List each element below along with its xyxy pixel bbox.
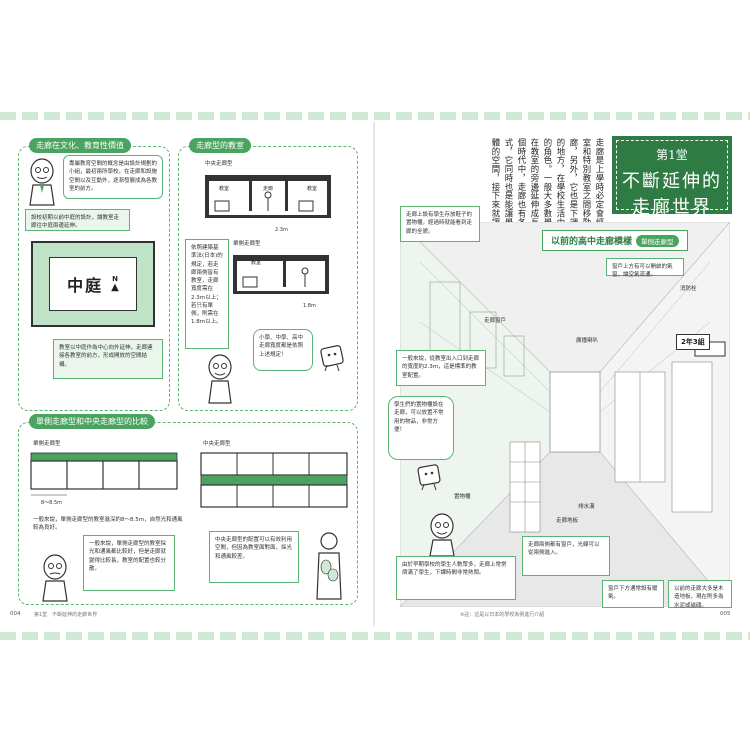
arrow-up-icon: ▲ xyxy=(111,282,119,293)
courtyard-diagram: 中庭 N ▲ xyxy=(31,241,155,327)
note-building-law: 依照建築基準法(日本)的規定，若走廊兩側皆有教室，走廊寬度需在2.3m以上；若只… xyxy=(185,239,229,349)
callout-shoe-lockers: 走廊上設有學生存放鞋子的置物櫃，經過時就能看到走廊的全貌。 xyxy=(400,206,480,242)
class-sign: 2年3組 xyxy=(676,334,710,350)
bald-teacher-illustration xyxy=(429,513,455,556)
single-corridor-plan xyxy=(30,452,178,496)
mascot-illustration xyxy=(417,464,441,491)
callout-floor-material: 以前的走廊大多是木造地板，現在則多為水泥或磁磚。 xyxy=(668,580,732,609)
bald-teacher-illustration xyxy=(29,158,55,206)
lesson-title: 不斷延伸的走廊世界 xyxy=(622,171,722,218)
callout-heater: 窗戶下方通常設有暖氣。 xyxy=(602,580,664,608)
label-speaker: 廣播喇叭 xyxy=(576,338,599,344)
top-decorative-band xyxy=(0,112,750,120)
dimension-depth: 8～8.5m xyxy=(41,500,63,506)
central-corridor-section xyxy=(205,175,331,218)
speech-bubble: 小學、中學、高中走廊寬度都是依照上述規定！ xyxy=(253,329,313,371)
callout-busy-corridor: 由於早期學校的學生人數眾多，走廊上常常擠滿了學生，下課時間非常熱鬧。 xyxy=(396,556,516,600)
panel-corridor-value: 走廊在文化、教育性價值 專屬教育空間的概念是由設計規劃的小組，最初兩所學校，在走… xyxy=(18,138,170,411)
note-initial: 設校初期以前中庭的設計，讓教室走廊往中庭兩邊延伸。 xyxy=(25,209,130,231)
ribbon-sub: 單側走廊型 xyxy=(636,235,679,247)
label-windows: 走廊窗戶 xyxy=(484,318,507,324)
note-single-corridor: 一般來說，單側走廊型的教室採光和通風都比較好，但是走廊就變得比較長，教室的配置也… xyxy=(83,535,175,591)
panel-type-comparison: 單側走廊型和中央走廊型的比較 單側走廊型 8～8.5m 中央走廊型 一般來說，單… xyxy=(18,414,358,605)
single-corridor-section xyxy=(233,255,329,294)
book-gutter xyxy=(373,122,375,626)
right-page: 走廊是上學時必定會經過的場所，在教室和特別教室之間移動時也會使用走廊，另外，它也… xyxy=(380,124,740,624)
bottom-decorative-band xyxy=(0,632,750,640)
callout-transom: 窗戶上方有可以開啟的氣窗，讓空氣流通。 xyxy=(606,258,684,278)
room-label: 教室 xyxy=(219,186,230,192)
panel-tag: 單側走廊型和中央走廊型的比較 xyxy=(29,414,155,429)
lesson-number: 第1堂 xyxy=(656,148,688,162)
panel-tag: 走廊在文化、教育性價值 xyxy=(29,138,131,153)
speech-bubble: 學生們的置物櫃設在走廊，可以放置不常用的物品，非常方便！ xyxy=(388,396,454,460)
illustration-ribbon: 以前的高中走廊模樣單側走廊型 xyxy=(542,230,688,251)
label-fire-hydrant: 消防栓 xyxy=(680,286,697,292)
bald-teacher-illustration xyxy=(208,354,232,404)
label-lockers: 置物櫃 xyxy=(454,494,471,500)
corridor-illustration xyxy=(400,222,730,607)
north-arrow: N ▲ xyxy=(111,275,119,293)
mascot-illustration xyxy=(320,345,344,372)
dimension-single: 1.8m xyxy=(303,303,316,309)
type-label-central: 中央走廊型 xyxy=(203,441,231,447)
panel-tag: 走廊型的教室 xyxy=(189,138,251,153)
lesson-title-box: 第1堂 不斷延伸的走廊世界 xyxy=(612,136,732,218)
footnote: ※註：這是以日本的學校為例進行介紹 xyxy=(460,612,545,618)
anatomy-model-illustration xyxy=(316,532,342,600)
type-label-central: 中央走廊型 xyxy=(205,161,233,167)
left-page: 走廊在文化、教育性價值 專屬教育空間的概念是由設計規劃的小組，最初兩所學校，在走… xyxy=(10,124,370,624)
intro-vertical-text: 走廊是上學時必定會經過的場所，在教室和特別教室之間移動時也會使用走廊，另外，它也… xyxy=(491,138,605,290)
note-layout: 教室以中庭作為中心向外延伸，走廊連接各教室的前方，形成開放的空間結構。 xyxy=(53,339,163,379)
note-central-corridor: 中央走廊型的配置可以有效利用空間，但因為教室面對面，採光和通風較差。 xyxy=(209,531,299,583)
caption-depth: 一般來說，單側走廊型的教室進深約8～8.5m，自然光和通風較為良好。 xyxy=(33,517,183,531)
corridor-label: 走廊 xyxy=(263,186,274,192)
bald-teacher-illustration xyxy=(42,554,68,602)
label-floor: 走廊地板 xyxy=(556,518,579,524)
panel-corridor-types: 走廊型的教室 中央走廊型 教室 走廊 教室 2.3m 單側走廊型 xyxy=(178,138,358,411)
room-label: 教室 xyxy=(307,186,318,192)
central-corridor-plan xyxy=(200,452,348,508)
callout-corridor-width: 一般來說，從教室出入口到走廊的寬度約2.3m，這是標準的教室配置。 xyxy=(396,350,486,386)
speech-bubble: 專屬教育空間的概念是由設計規劃的小組，最初兩所學校，在走廊和設施空間以及互動外，… xyxy=(63,155,163,199)
courtyard-label: 中庭 xyxy=(67,276,104,295)
folio-right: 005 xyxy=(720,611,731,617)
type-label-single: 單側走廊型 xyxy=(233,241,261,247)
running-head: 第1堂 不斷延伸的走廊世界 xyxy=(34,612,98,618)
label-drain: 排水溝 xyxy=(578,504,595,510)
type-label-single: 單側走廊型 xyxy=(33,441,61,447)
callout-both-windows: 走廊兩側都有窗戶，光線可以從兩側進入。 xyxy=(522,536,610,576)
room-label: 教室 xyxy=(251,260,262,266)
folio-left: 004 xyxy=(10,611,21,617)
dimension-central: 2.3m xyxy=(275,227,288,233)
